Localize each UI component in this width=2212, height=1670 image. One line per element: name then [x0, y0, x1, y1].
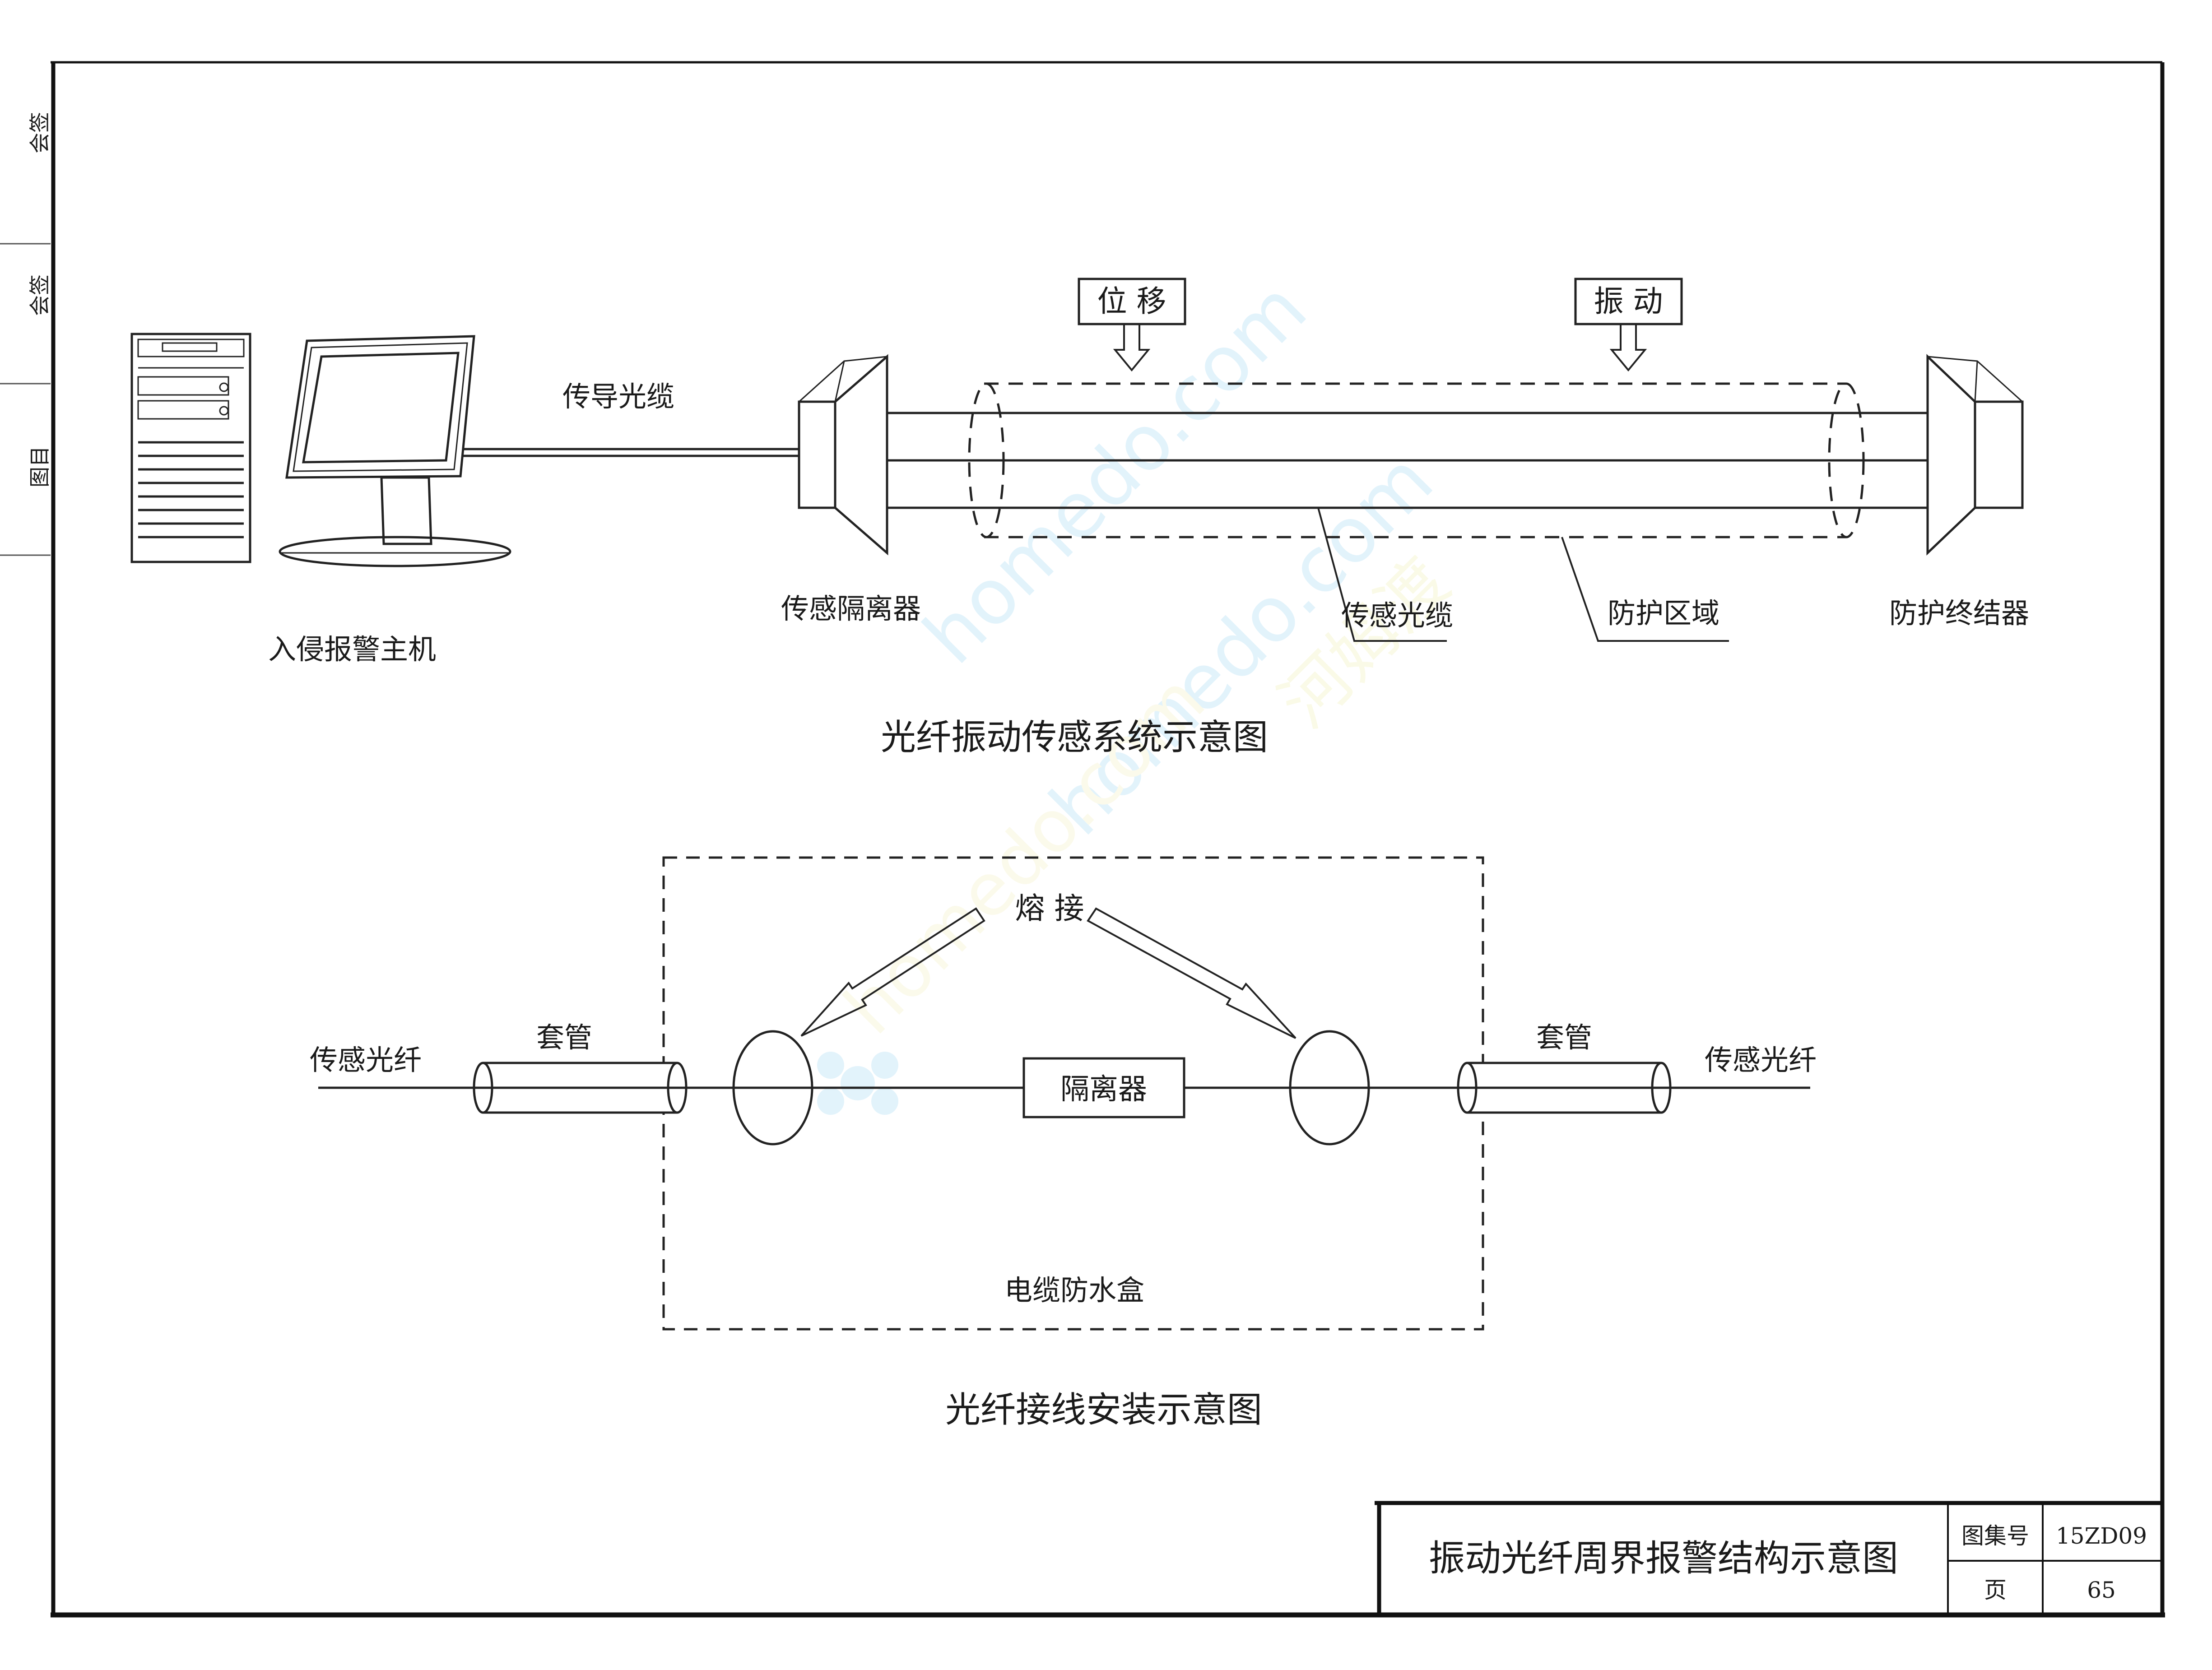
margin-mark-bottom: 图目	[28, 446, 52, 487]
sleeve-left-label: 套管	[536, 1021, 592, 1054]
lead-cable	[463, 448, 799, 457]
isolator-device-icon	[798, 354, 888, 556]
diagram1-title: 光纤振动传感系统示意图	[881, 717, 1268, 758]
computer-tower-icon	[130, 333, 251, 563]
margin-mark-middle: 会签	[28, 274, 52, 316]
sleeve-right-label: 套管	[1536, 1021, 1592, 1054]
vibration-sensing-diagram: 位 移 振 动 传导光缆 传感隔离器 传感光缆 防护区域 防护终结器 入侵报警主…	[130, 278, 2029, 758]
watermark: homedo.com homedo.com 河姆渡 homedo.com	[817, 264, 1464, 1115]
watermark-logo-icon	[817, 1052, 898, 1115]
protected-zone-leader	[1561, 537, 1729, 642]
drawing-title: 振动光纤周界报警结构示意图	[1429, 1537, 1898, 1579]
isolator-box-label: 隔离器	[1060, 1073, 1147, 1106]
atlas-no-label: 图集号	[1961, 1523, 2029, 1549]
fiber-right-label: 传感光纤	[1705, 1044, 1817, 1076]
lead-cable-label: 传导光缆	[562, 380, 674, 413]
fiber-splice-diagram: 熔 接 隔离器 传感光纤 套管 套管 传感光纤 电缆防水盒 光纤接线安装示意图	[310, 856, 1817, 1430]
arrow-icon	[800, 907, 985, 1037]
vibration-indicator: 振 动	[1574, 278, 1683, 372]
host-label: 入侵报警主机	[268, 633, 436, 666]
page-no-value: 65	[2087, 1577, 2116, 1603]
down-arrow-icon	[1113, 324, 1151, 372]
terminator-device-icon	[1926, 354, 2024, 556]
splice-arrows	[800, 907, 1297, 1039]
sheet-frame	[51, 61, 2165, 1618]
sensing-cable	[887, 412, 1928, 509]
isolator-box	[1022, 1057, 1185, 1118]
waterproof-box	[662, 856, 1484, 1331]
sensing-cable-leader	[1317, 507, 1447, 642]
monitor-icon	[279, 335, 511, 567]
watermark-text-4: homedo.com	[828, 658, 1221, 1050]
title-block: 振动光纤周界报警结构示意图 图集号 15ZD09 页 65	[1375, 1501, 2162, 1615]
down-arrow-icon	[1609, 324, 1647, 372]
atlas-no-value: 15ZD09	[2056, 1523, 2147, 1549]
splice-label: 熔 接	[1015, 891, 1084, 926]
displacement-indicator: 位 移	[1078, 278, 1186, 372]
sensing-cable-label: 传感光缆	[1341, 599, 1453, 632]
left-splice-point	[732, 1030, 813, 1146]
margin-marks: 会签 会签 图目	[0, 112, 52, 556]
protected-zone-label: 防护区域	[1608, 597, 1719, 630]
waterproof-box-label: 电缆防水盒	[1004, 1274, 1144, 1307]
right-sleeve-icon	[1457, 1062, 1672, 1114]
right-splice-point	[1289, 1030, 1370, 1146]
vibration-label: 振 动	[1594, 284, 1663, 319]
left-sleeve-icon	[473, 1062, 688, 1114]
fiber-left-label: 传感光纤	[310, 1044, 422, 1076]
leader-lines	[1317, 507, 1729, 642]
arrow-icon	[1087, 907, 1297, 1039]
displacement-label: 位 移	[1097, 284, 1166, 319]
margin-mark-top: 会签	[28, 112, 52, 153]
diagram2-title: 光纤接线安装示意图	[945, 1390, 1262, 1430]
page-label: 页	[1984, 1577, 2007, 1603]
isolator-label: 传感隔离器	[781, 592, 921, 625]
terminator-label: 防护终结器	[1889, 597, 2029, 630]
protected-zone	[968, 382, 1865, 538]
